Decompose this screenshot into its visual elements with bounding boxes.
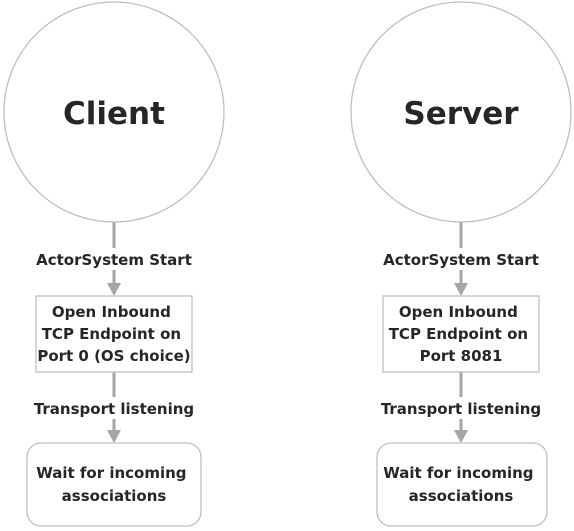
client-circle [3,1,225,223]
client-wait-box [26,442,202,527]
server-wait-line-2: associations [409,487,514,505]
svg-text:Open Inbound TCP Endpoin: Open Inbound TCP Endpoint on Port 0 (OS … [37,303,190,365]
server-endpoint-line-2: TCP Endpoint on [389,325,528,343]
server-endpoint-line-3: Port 8081 [420,347,503,365]
server-circle [350,1,572,223]
server-start-label: ActorSystem Start [383,251,539,269]
client-start-label: ActorSystem Start [36,251,192,269]
server-wait-box [376,442,548,527]
server-endpoint-box [382,295,540,373]
server-column: Server ActorSystem Start Open Inbound TC… [350,1,572,527]
server-title: Server [403,96,519,132]
client-wait-line-1: Wait for incoming [36,464,186,482]
client-wait-line-2: associations [62,487,167,505]
client-endpoint-box [35,295,193,373]
server-arrowhead-endpoint [454,283,468,296]
client-column: Client ActorSystem Start Open Inbound TC… [3,1,225,527]
svg-text:Wait for incoming associ: Wait for incoming associations [383,464,539,505]
client-endpoint-line-2: TCP Endpoint on [42,325,181,343]
server-listening-label: Transport listening [381,400,541,418]
svg-text:Wait for incoming associ: Wait for incoming associations [36,464,192,505]
client-listening-label: Transport listening [34,400,194,418]
svg-text:Open Inbound TCP Endpoin: Open Inbound TCP Endpoint on Port 8081 [389,303,534,365]
client-title: Client [63,96,165,132]
server-arrowhead-wait [454,430,468,443]
client-endpoint-line-3: Port 0 (OS choice) [37,347,190,365]
client-arrowhead-wait [107,430,121,443]
server-endpoint-line-1: Open Inbound [399,303,518,321]
server-wait-line-1: Wait for incoming [383,464,533,482]
client-endpoint-line-1: Open Inbound [52,303,171,321]
client-arrowhead-endpoint [107,283,121,296]
